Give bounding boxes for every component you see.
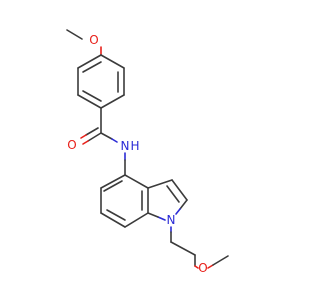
bond	[175, 208, 181, 215]
bond	[147, 212, 159, 218]
bond	[157, 216, 166, 221]
bond	[103, 180, 123, 192]
bond	[124, 212, 149, 228]
bond	[100, 212, 126, 228]
atom-n-amide: N	[121, 139, 130, 153]
bond	[171, 179, 188, 201]
bond	[147, 179, 173, 189]
bond	[85, 127, 99, 136]
bond	[82, 61, 102, 73]
bond	[100, 94, 125, 109]
atom-o-carbonyl: O	[67, 138, 76, 152]
bond	[111, 138, 118, 143]
methoxyethyl-chain	[170, 226, 229, 269]
bond	[194, 265, 199, 269]
bond	[212, 255, 229, 266]
indole-benzene-ring	[100, 174, 149, 228]
indole-pyrrole-ring	[147, 179, 188, 221]
bond	[179, 199, 188, 210]
bond	[100, 132, 113, 140]
bond	[77, 94, 102, 109]
bond	[82, 90, 102, 102]
bond	[106, 209, 126, 221]
top-methoxy-group	[66, 29, 102, 56]
bond	[100, 54, 125, 69]
atom-o-methoxy-top: O	[89, 33, 98, 47]
bond	[66, 29, 83, 40]
anisole-ring	[77, 54, 125, 109]
molecule-canvas: O O N H	[66, 29, 229, 275]
bond	[170, 241, 196, 256]
bond	[80, 134, 87, 139]
amide-group	[80, 107, 126, 176]
atom-o-ether-bottom: O	[198, 261, 207, 275]
bond	[207, 264, 214, 269]
bond	[124, 174, 149, 189]
atom-n-indole: N	[167, 213, 176, 227]
bond	[77, 54, 102, 69]
chemical-structure: O O N H	[66, 29, 229, 275]
bond	[166, 185, 180, 203]
bond	[82, 140, 89, 145]
atom-h-amide: H	[130, 139, 139, 153]
bond	[100, 174, 126, 189]
bond	[87, 132, 102, 142]
